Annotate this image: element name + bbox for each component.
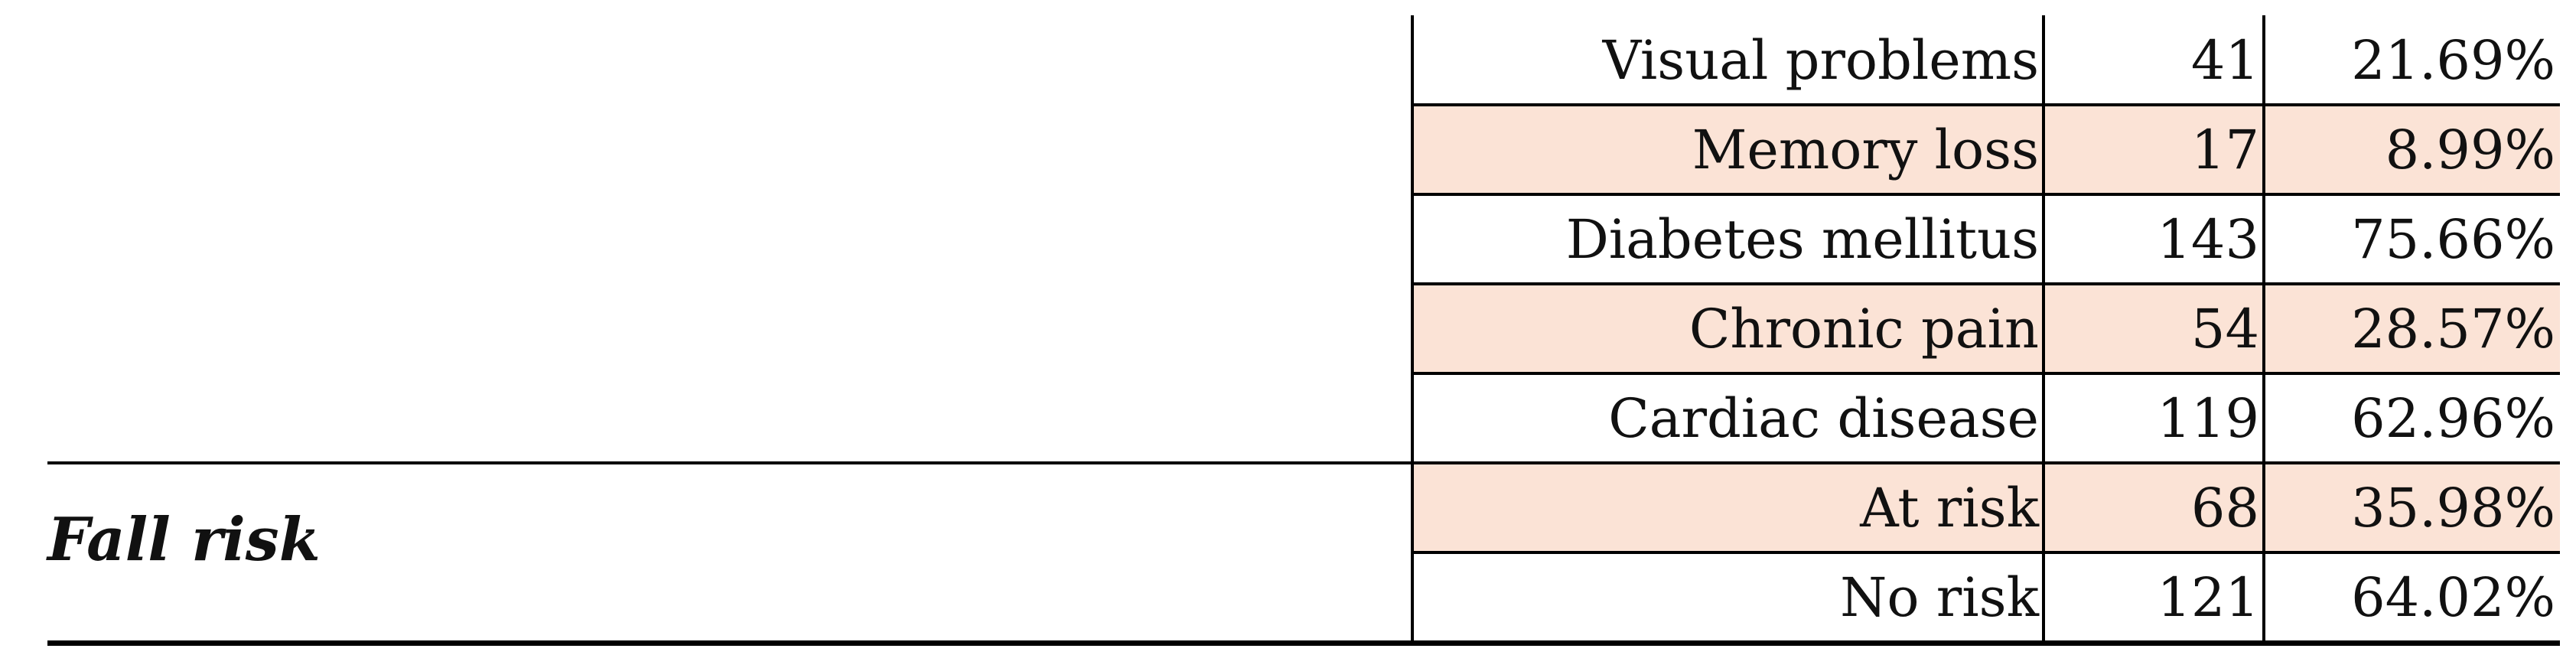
row-count: 119 (2157, 386, 2259, 450)
column-divider (2262, 15, 2265, 642)
row-divider (1412, 551, 2560, 554)
row-percent: 21.69% (2351, 28, 2555, 92)
table-row: No risk 121 64.02% (1412, 552, 2560, 642)
row-label: Diabetes mellitus (1565, 207, 2039, 271)
row-label: Chronic pain (1689, 297, 2039, 360)
row-divider (1412, 193, 2560, 196)
row-label: At risk (1860, 476, 2039, 539)
row-divider (1412, 103, 2560, 106)
column-divider (1411, 15, 1414, 642)
table-row: Cardiac disease 119 62.96% (1412, 373, 2560, 463)
table-row: Diabetes mellitus 143 75.66% (1412, 194, 2560, 284)
row-label: No risk (1840, 565, 2039, 629)
row-percent: 75.66% (2351, 207, 2555, 271)
row-percent: 64.02% (2351, 565, 2555, 629)
row-label: Cardiac disease (1608, 386, 2039, 450)
row-count: 54 (2190, 297, 2259, 360)
table-row: Memory loss 17 8.99% (1412, 105, 2560, 194)
table-row: At risk 68 35.98% (1412, 463, 2560, 552)
row-count: 41 (2190, 28, 2259, 92)
row-count: 121 (2157, 565, 2259, 629)
row-percent: 35.98% (2351, 476, 2555, 539)
row-count: 143 (2157, 207, 2259, 271)
row-count: 68 (2190, 476, 2259, 539)
row-count: 17 (2190, 118, 2259, 181)
row-percent: 8.99% (2385, 118, 2555, 181)
column-divider (2042, 15, 2045, 642)
table-row: Chronic pain 54 28.57% (1412, 284, 2560, 373)
bottom-rule (47, 640, 2560, 646)
row-divider (1412, 282, 2560, 285)
group-divider (47, 461, 2560, 464)
row-label: Memory loss (1692, 118, 2039, 181)
row-percent: 28.57% (2351, 297, 2555, 360)
row-label: Visual problems (1602, 28, 2039, 92)
row-percent: 62.96% (2351, 386, 2555, 450)
row-divider (1412, 372, 2560, 375)
group-label-fall-risk: Fall risk (47, 505, 321, 575)
table-row: Visual problems 41 21.69% (1412, 15, 2560, 105)
